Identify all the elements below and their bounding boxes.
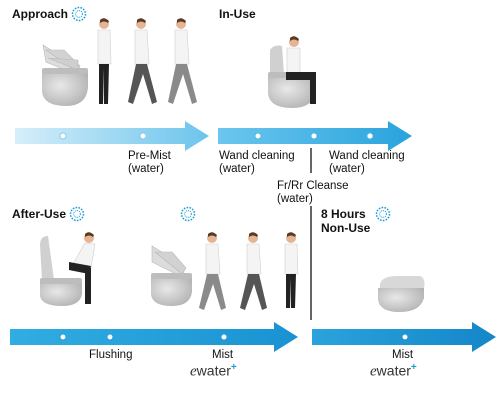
timeline-dot-after-start bbox=[59, 333, 67, 341]
phase-title-approach: Approach bbox=[12, 7, 69, 21]
label-premist-title: Pre-Mist bbox=[128, 150, 171, 162]
person-walking-icon bbox=[199, 232, 226, 310]
ewater-logo-text: water bbox=[196, 362, 231, 379]
label-cleanse-sub: (water) bbox=[277, 193, 313, 205]
toilet-after-use-icon bbox=[40, 236, 82, 306]
timeline-arrow-after-use bbox=[10, 322, 298, 352]
timeline-dot-cleanse bbox=[310, 132, 318, 140]
label-wand2-sub: (water) bbox=[329, 163, 365, 175]
timeline-dot-wand1 bbox=[254, 132, 262, 140]
ewater-logo: ewater+ bbox=[190, 362, 237, 381]
label-wand1-sub: (water) bbox=[219, 163, 255, 175]
ewater-logo-e: e bbox=[190, 363, 197, 380]
label-wand1-title: Wand cleaning bbox=[219, 150, 295, 162]
timeline-dot-start bbox=[59, 132, 67, 140]
label-wand2-title: Wand cleaning bbox=[329, 150, 405, 162]
person-standing-icon bbox=[284, 232, 299, 308]
ewater-logo-text: water bbox=[376, 362, 411, 379]
timeline-arrow-approach bbox=[15, 121, 209, 151]
toilet-lid-closing-icon bbox=[151, 245, 192, 306]
toilet-lid-opening-icon bbox=[42, 44, 88, 106]
phase-title-non-use-line1: 8 Hours bbox=[321, 207, 366, 221]
label-mist-after-use: Mist bbox=[212, 349, 234, 361]
person-seated-icon bbox=[286, 36, 316, 104]
person-walking-icon bbox=[128, 18, 157, 104]
timeline-dot-mist-non-use bbox=[401, 333, 409, 341]
phase-title-non-use-line2: Non-Use bbox=[321, 221, 371, 235]
sparkle-icon bbox=[180, 206, 196, 222]
person-walking-icon bbox=[168, 18, 197, 104]
label-mist-non-use: Mist bbox=[392, 349, 414, 361]
ewater-logo-plus: + bbox=[410, 362, 417, 373]
timeline-dot-wand2 bbox=[366, 132, 374, 140]
person-rising-icon bbox=[69, 232, 96, 304]
ewater-logo: ewater+ bbox=[370, 362, 417, 381]
sparkle-icon bbox=[69, 206, 85, 222]
ewater-logo-plus: + bbox=[230, 362, 237, 373]
phase-title-in-use: In-Use bbox=[219, 7, 256, 21]
timeline-arrow-non-use bbox=[312, 322, 496, 352]
person-walking-icon bbox=[240, 232, 267, 310]
timeline-dot-flushing bbox=[106, 333, 114, 341]
person-standing-icon bbox=[97, 18, 112, 104]
sparkle-icon bbox=[71, 6, 87, 22]
sparkle-icon bbox=[375, 206, 391, 222]
label-flushing: Flushing bbox=[89, 349, 133, 361]
ewater-logo-e: e bbox=[370, 363, 377, 380]
timeline-arrow-in-use bbox=[218, 121, 412, 151]
toilet-closed-icon bbox=[378, 276, 425, 312]
timeline-dot-mist bbox=[220, 333, 228, 341]
timeline-dot-premist bbox=[139, 132, 147, 140]
label-premist-sub: (water) bbox=[128, 163, 164, 175]
label-cleanse-title: Fr/Rr Cleanse bbox=[277, 180, 349, 192]
phase-title-after-use: After-Use bbox=[12, 207, 67, 221]
